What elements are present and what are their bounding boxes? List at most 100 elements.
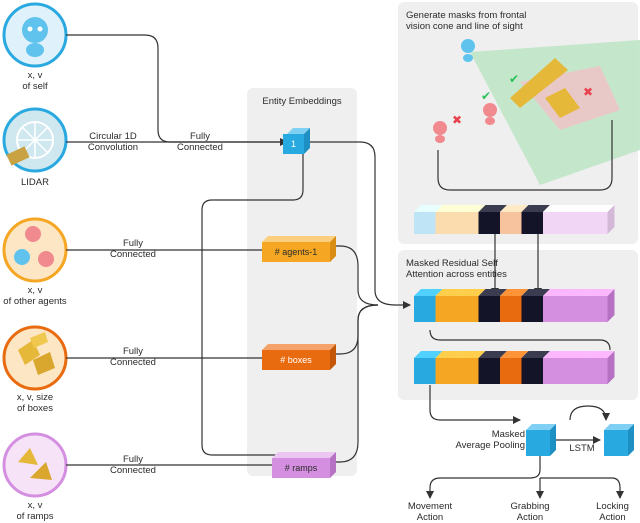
embedding-ramps-label: # ramps [284, 463, 318, 473]
vector-cell-masked [478, 212, 500, 234]
lidar-input-label: LIDAR [0, 177, 70, 188]
pooling-label: Masked Average Pooling [445, 429, 525, 451]
vector-cell-top [457, 205, 486, 212]
fc-label-line2: Connected [177, 142, 223, 153]
fc-label-ramps: Fully Connected [98, 454, 168, 476]
vector-cell-ramps [564, 296, 586, 322]
locking-action-label: Locking Action [585, 501, 640, 523]
input-label-line1: x, v [27, 500, 43, 511]
mask-panel-line2: vision cone and line of sight [406, 21, 523, 32]
vector-cell-ramps [586, 296, 608, 322]
input-label-line1: LIDAR [21, 177, 49, 188]
conv-label-line2: Convolution [87, 142, 139, 153]
vector-cell-side [607, 351, 615, 384]
attention-panel-line2: Attention across entities [406, 269, 507, 280]
lstm-output-block [604, 424, 634, 456]
mask-vector-row [414, 205, 615, 234]
vector-cell-top [500, 289, 529, 296]
vector-cell-masked [521, 212, 543, 234]
vector-cell-self [414, 358, 436, 384]
vector-cell-top [564, 351, 593, 358]
action-label-line1: Locking [596, 501, 629, 512]
vector-cell-top [586, 205, 615, 212]
vector-cell-masked [521, 296, 543, 322]
fc-label-line1: Fully [122, 346, 144, 357]
vector-cell-agents [435, 358, 457, 384]
action-label-line1: Grabbing [510, 501, 550, 512]
vector-cell-top [435, 289, 464, 296]
vector-cell-top [500, 205, 529, 212]
vector-cell-top [478, 289, 507, 296]
entity-embeddings-panel [247, 88, 357, 476]
mask-panel-title: Generate masks from frontal vision cone … [406, 10, 526, 32]
attention-panel-line1: Masked Residual Self [406, 258, 498, 269]
conv-label: Circular 1D Convolution [78, 131, 148, 153]
vector-cell-boxes-faded [500, 212, 522, 234]
check-icon: ✔ [509, 72, 519, 86]
vector-cell-masked [478, 296, 500, 322]
fc-label-line2: Connected [110, 357, 156, 368]
ramp-figure [510, 58, 568, 108]
vector-cell-top [543, 205, 572, 212]
vector-cell-top [564, 205, 593, 212]
vector-cell-top [500, 351, 529, 358]
vector-cell-masked [478, 358, 500, 384]
input-label-line1: x, v, size [16, 392, 54, 403]
input-label-line1: x, v [27, 70, 43, 81]
vector-cell-masked [521, 358, 543, 384]
vector-cell-top [521, 289, 550, 296]
vector-cell-self-faded [414, 212, 436, 234]
lidar-icon [2, 107, 68, 173]
fc-label-line1: Fully [189, 131, 211, 142]
embedding-boxes-block [262, 344, 336, 370]
vector-cell-top [435, 351, 464, 358]
attention-vector-row-1 [414, 289, 615, 322]
fc-label-line2: Connected [110, 465, 156, 476]
vector-cell-top [414, 289, 443, 296]
vector-cell-ramps-faded [543, 212, 565, 234]
embedding-self-label: 1 [290, 139, 296, 149]
mask-panel-line1: Generate masks from frontal [406, 10, 527, 21]
vector-cell-boxes [500, 358, 522, 384]
vector-cell-top [521, 351, 550, 358]
box-figure [545, 88, 580, 118]
embedding-boxes-label: # boxes [280, 355, 312, 365]
ramps-input-label: x, v of ramps [0, 500, 70, 522]
input-label-line1: x, v [27, 285, 43, 296]
vector-cell-top [414, 351, 443, 358]
embedding-ramps-block [272, 452, 336, 478]
vector-cell-side [607, 205, 615, 234]
grabbing-action-label: Grabbing Action [500, 501, 560, 523]
action-label-line2: Action [516, 512, 544, 523]
self-input-label: x, v of self [0, 70, 70, 92]
vector-cell-top [586, 289, 615, 296]
vector-cell-top [543, 289, 572, 296]
action-label-line2: Action [599, 512, 626, 523]
vector-cell-top [457, 289, 486, 296]
vector-cell-ramps [543, 296, 565, 322]
self-agent-figure [461, 39, 475, 62]
vector-cell-agents [457, 296, 479, 322]
vector-cell-agents-faded [435, 212, 457, 234]
boxes-icon [2, 325, 68, 391]
vector-cell-top [478, 351, 507, 358]
vector-cell-top [414, 205, 443, 212]
fc-label-lidar: Fully Connected [165, 131, 235, 153]
conv-label-line1: Circular 1D [89, 131, 137, 142]
fc-label-boxes: Fully Connected [98, 346, 168, 368]
vector-cell-agents [435, 296, 457, 322]
connections [66, 34, 624, 499]
pooled-vector-block [526, 424, 556, 456]
vector-cell-ramps [586, 358, 608, 384]
action-label-line2: Action [416, 512, 444, 523]
pooling-label-line2: Average Pooling [455, 440, 525, 451]
cross-icon: ✖ [583, 85, 593, 99]
vector-cell-top [435, 205, 464, 212]
lstm-label: LSTM [569, 443, 595, 454]
vector-cell-top [564, 289, 593, 296]
input-label-line2: of self [22, 81, 48, 92]
vector-cell-top [586, 351, 615, 358]
fc-label-line1: Fully [122, 238, 144, 249]
